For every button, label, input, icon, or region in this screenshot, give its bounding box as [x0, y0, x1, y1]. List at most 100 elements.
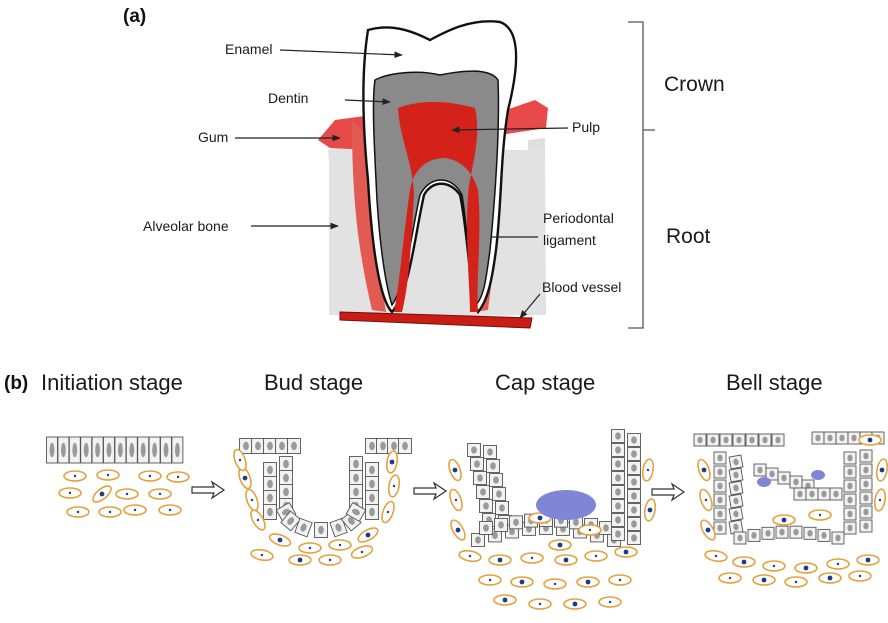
mesenchymal-cell: [67, 507, 89, 517]
epithelial-cell: [126, 437, 137, 463]
epithelial-cell-nucleus: [480, 488, 486, 495]
mesenchymal-cell: [356, 525, 380, 545]
stage-arrow-3: [652, 484, 684, 500]
epithelial-cell-nucleus: [483, 524, 489, 531]
epithelial-cell-nucleus: [499, 504, 505, 511]
epithelial-cell: [172, 437, 183, 463]
epithelial-cell: [729, 481, 743, 495]
epithelial-cell-nucleus: [118, 443, 123, 458]
mesenchymal-cell-nucleus: [804, 566, 809, 571]
mesenchymal-cell-nucleus: [74, 475, 76, 477]
epithelial-cell-nucleus: [369, 494, 375, 502]
mesenchymal-cell-nucleus: [169, 509, 171, 511]
mesenchymal-cell: [149, 489, 171, 499]
epithelial-cell: [495, 518, 508, 531]
epithelial-cell-nucleus: [863, 453, 868, 460]
mesenchymal-cell-nucleus: [859, 575, 861, 577]
epithelial-cell: [399, 439, 412, 454]
mesenchymal-cell: [753, 575, 775, 585]
label-crown: Crown: [664, 73, 725, 96]
epithelial-cell-nucleus: [717, 469, 722, 476]
epithelial-cell: [47, 437, 58, 463]
epithelial-cell-nucleus: [775, 437, 780, 444]
epithelial-cell-nucleus: [369, 508, 375, 516]
epithelial-cell-nucleus: [283, 474, 289, 482]
mesenchymal-cell: [698, 488, 715, 512]
epithelial-cell: [844, 494, 856, 506]
mesenchymal-cell: [319, 555, 341, 565]
mesenchymal-cell-nucleus: [329, 559, 331, 561]
mesenchymal-cell-nucleus: [109, 511, 111, 513]
epithelial-cell-nucleus: [141, 443, 146, 458]
epithelial-cell-nucleus: [477, 474, 483, 481]
mesenchymal-cell: [99, 507, 121, 517]
epithelial-cell: [714, 480, 726, 492]
mesenchymal-cell: [549, 540, 571, 550]
epithelial-cell: [844, 508, 856, 520]
mesenchymal-cell-nucleus: [126, 493, 128, 495]
label-enamel: Enamel: [225, 41, 272, 57]
epithelial-cell: [628, 434, 641, 447]
stage-arrow-1: [192, 482, 224, 498]
epithelial-cell: [69, 437, 80, 463]
cap-condensation: [536, 490, 596, 520]
mesenchymal-cell-nucleus: [177, 476, 179, 478]
epithelial-cell: [315, 523, 328, 538]
mesenchymal-cell-nucleus: [298, 558, 303, 563]
epithelial-cell: [600, 522, 613, 535]
mesenchymal-cell-nucleus: [309, 547, 311, 549]
epithelial-cell-nucleus: [492, 532, 498, 539]
epithelial-cell-nucleus: [243, 442, 249, 450]
label-dentin: Dentin: [268, 90, 308, 106]
epithelial-cell: [264, 491, 277, 506]
mesenchymal-cell: [380, 500, 397, 524]
epithelial-cell: [860, 464, 872, 476]
epithelial-cell: [844, 452, 856, 464]
epithelial-cell-nucleus: [749, 437, 754, 444]
epithelial-cell: [733, 434, 745, 446]
epithelial-cell: [836, 432, 848, 444]
mesenchymal-cell-nucleus: [498, 558, 503, 563]
epithelial-cell: [628, 448, 641, 461]
epithelial-cell: [366, 491, 379, 506]
epithelial-cell-nucleus: [50, 443, 55, 458]
stage-title-bud: Bud stage: [264, 370, 363, 395]
stage-title-bell: Bell stage: [726, 370, 823, 395]
bud-stage-drawing: [232, 439, 412, 566]
epithelial-cell: [707, 434, 719, 446]
epithelial-cell: [490, 474, 503, 487]
epithelial-cell: [472, 534, 485, 547]
epithelial-cell-nucleus: [847, 469, 852, 476]
epithelial-cell-nucleus: [631, 478, 637, 485]
epithelial-cell: [714, 508, 726, 520]
epithelial-cell: [804, 527, 816, 539]
epithelial-cell: [714, 494, 726, 506]
epithelial-cell-nucleus: [474, 460, 480, 467]
epithelial-cell-nucleus: [615, 474, 621, 481]
epithelial-cell-nucleus: [821, 491, 826, 498]
epithelial-cell: [366, 463, 379, 478]
stage-title-initiation: Initiation stage: [41, 370, 183, 395]
mesenchymal-cell-nucleus: [558, 543, 563, 548]
panel-a-tag: (a): [123, 6, 146, 27]
mesenchymal-cell-nucleus: [782, 518, 787, 523]
mesenchymal-cell: [458, 549, 481, 563]
epithelial-cell-nucleus: [757, 467, 762, 474]
mesenchymal-cell-nucleus: [339, 544, 341, 546]
epithelial-cell-nucleus: [737, 535, 742, 542]
epithelial-cell-nucleus: [615, 460, 621, 467]
epithelial-cell-nucleus: [863, 509, 868, 516]
epithelial-cell-nucleus: [863, 495, 868, 502]
epithelial-cell-nucleus: [95, 443, 100, 458]
epithelial-cell-nucleus: [736, 437, 741, 444]
mesenchymal-cell-nucleus: [837, 563, 839, 565]
epithelial-cell-nucleus: [498, 521, 504, 528]
mesenchymal-cell: [124, 505, 146, 515]
epithelial-cell: [628, 518, 641, 531]
mesenchymal-cell: [97, 470, 119, 480]
mesenchymal-cell-nucleus: [828, 576, 833, 581]
mesenchymal-cell-nucleus: [819, 514, 821, 516]
mesenchymal-cell: [849, 571, 871, 581]
mesenchymal-cell-nucleus: [762, 578, 767, 583]
